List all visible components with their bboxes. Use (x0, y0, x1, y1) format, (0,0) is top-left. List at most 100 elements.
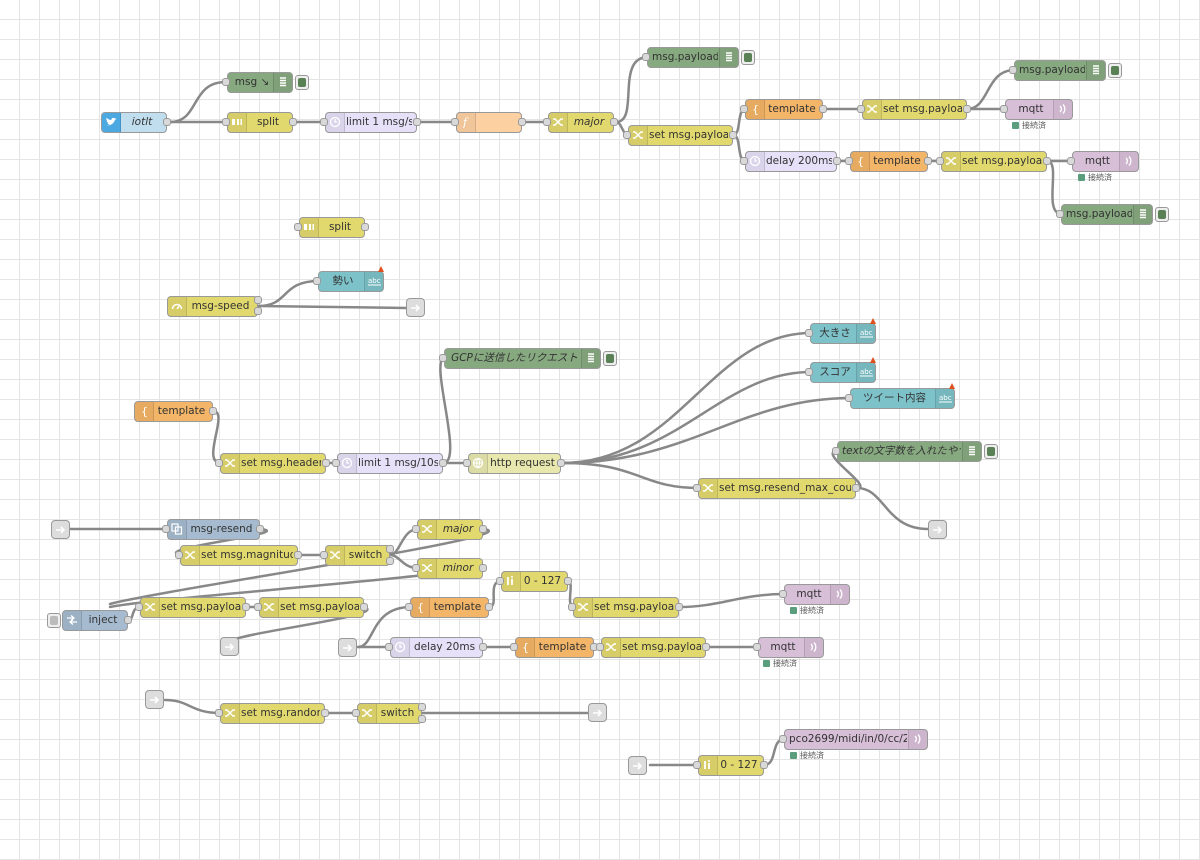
subflow-node-msg-resend[interactable]: msg-resend (167, 519, 260, 540)
input-port[interactable] (412, 525, 420, 533)
input-port[interactable] (222, 118, 230, 126)
output-port[interactable] (557, 459, 565, 467)
output-port[interactable] (729, 131, 737, 139)
change-node-major[interactable]: major (417, 519, 483, 540)
input-port[interactable] (352, 709, 360, 717)
output-port[interactable] (294, 551, 302, 559)
input-port[interactable] (439, 354, 447, 362)
switch-node[interactable]: switch (357, 703, 422, 724)
delay-node-limit-1s[interactable]: limit 1 msg/s (325, 112, 417, 133)
delay-node-limit-10s[interactable]: limit 1 msg/10s (337, 453, 443, 474)
input-port[interactable] (832, 447, 840, 455)
input-port[interactable] (740, 105, 748, 113)
debug-toggle-button[interactable] (1108, 63, 1122, 78)
output-port[interactable] (564, 577, 572, 585)
input-port[interactable] (254, 603, 262, 611)
input-port[interactable] (215, 709, 223, 717)
dashboard-text-node-score[interactable]: スコア abc (810, 362, 876, 383)
template-node[interactable]: { template (515, 637, 594, 658)
debug-toggle-button[interactable] (741, 50, 755, 65)
debug-toggle-button[interactable] (1155, 207, 1169, 222)
input-port[interactable] (642, 53, 650, 61)
output-port[interactable] (360, 603, 368, 611)
split-node[interactable]: split (299, 217, 365, 238)
input-port[interactable] (135, 603, 143, 611)
template-node[interactable]: { template (410, 597, 489, 618)
input-port[interactable] (215, 459, 223, 467)
msg-speed-node[interactable]: msg-speed (167, 296, 258, 317)
change-node-set-payload[interactable]: set msg.payload (941, 151, 1047, 172)
input-port[interactable] (753, 643, 761, 651)
debug-node-msg-payload[interactable]: msg.payload (1014, 60, 1106, 81)
dashboard-text-node-tweet[interactable]: ツイート内容 abc (850, 388, 955, 409)
link-out-node[interactable] (928, 520, 947, 539)
input-port[interactable] (405, 603, 413, 611)
output-port[interactable] (702, 643, 710, 651)
output-port[interactable] (418, 703, 426, 711)
change-node-set-resend-max-count[interactable]: set msg.resend_max_count (698, 478, 856, 499)
input-port[interactable] (805, 329, 813, 337)
input-port[interactable] (543, 118, 551, 126)
debug-node-text-count[interactable]: textの文字数を入れたやつ (837, 441, 982, 462)
function-node[interactable]: f (456, 112, 522, 133)
output-port[interactable] (479, 564, 487, 572)
change-node-major[interactable]: major (548, 112, 614, 133)
input-port[interactable] (385, 643, 393, 651)
input-port[interactable] (623, 131, 631, 139)
mqtt-out-node[interactable]: mqtt (784, 584, 850, 605)
link-in-node[interactable] (145, 690, 164, 709)
input-port[interactable] (294, 223, 302, 231)
output-port[interactable] (386, 557, 394, 565)
input-port[interactable] (779, 590, 787, 598)
split-node[interactable]: split (227, 112, 293, 133)
delay-node-20ms[interactable]: delay 20ms (390, 637, 483, 658)
input-port[interactable] (596, 643, 604, 651)
input-port[interactable] (845, 157, 853, 165)
input-port[interactable] (222, 78, 230, 86)
change-node-minor[interactable]: minor (417, 558, 483, 579)
input-port[interactable] (162, 525, 170, 533)
output-port[interactable] (819, 105, 827, 113)
output-port[interactable] (413, 118, 421, 126)
twitter-in-node-iotlt[interactable]: iotlt (101, 112, 167, 133)
output-port[interactable] (321, 709, 329, 717)
mqtt-out-node[interactable]: mqtt (758, 637, 824, 658)
output-port[interactable] (254, 307, 262, 315)
input-port[interactable] (936, 157, 944, 165)
input-port[interactable] (313, 277, 321, 285)
debug-toggle-button[interactable] (295, 75, 309, 90)
change-node-set-payload[interactable]: set msg.payload (259, 597, 364, 618)
change-node-set-magnitude[interactable]: set msg.magnitude (180, 545, 298, 566)
range-node-0-127[interactable]: 0 - 127 (698, 755, 764, 776)
output-port[interactable] (479, 643, 487, 651)
output-port[interactable] (852, 484, 860, 492)
input-port[interactable] (320, 118, 328, 126)
debug-node-gcp-request[interactable]: GCPに送信したリクエスト (444, 348, 601, 369)
input-port[interactable] (740, 157, 748, 165)
output-port[interactable] (1043, 157, 1051, 165)
mqtt-out-node[interactable]: mqtt (1005, 99, 1073, 120)
input-port[interactable] (693, 484, 701, 492)
output-port[interactable] (610, 118, 618, 126)
link-out-node[interactable] (588, 703, 607, 722)
change-node-set-payload[interactable]: set msg.payload (628, 125, 733, 146)
mqtt-out-node[interactable]: mqtt (1072, 151, 1139, 172)
output-port[interactable] (163, 118, 171, 126)
input-port[interactable] (332, 459, 340, 467)
input-port[interactable] (1056, 210, 1064, 218)
output-port[interactable] (760, 761, 768, 769)
input-port[interactable] (496, 577, 504, 585)
template-node[interactable]: { template (850, 151, 928, 172)
change-node-set-payload[interactable]: set msg.payload (862, 99, 967, 120)
input-port[interactable] (175, 551, 183, 559)
output-port[interactable] (242, 603, 250, 611)
change-node-set-random[interactable]: set msg.random (220, 703, 325, 724)
input-port[interactable] (857, 105, 865, 113)
change-node-set-payload[interactable]: set msg.payload (601, 637, 706, 658)
output-port[interactable] (924, 157, 932, 165)
change-node-set-payload[interactable]: set msg.payload (573, 597, 679, 618)
output-port[interactable] (209, 407, 217, 415)
output-port[interactable] (124, 616, 132, 624)
output-port[interactable] (675, 603, 683, 611)
